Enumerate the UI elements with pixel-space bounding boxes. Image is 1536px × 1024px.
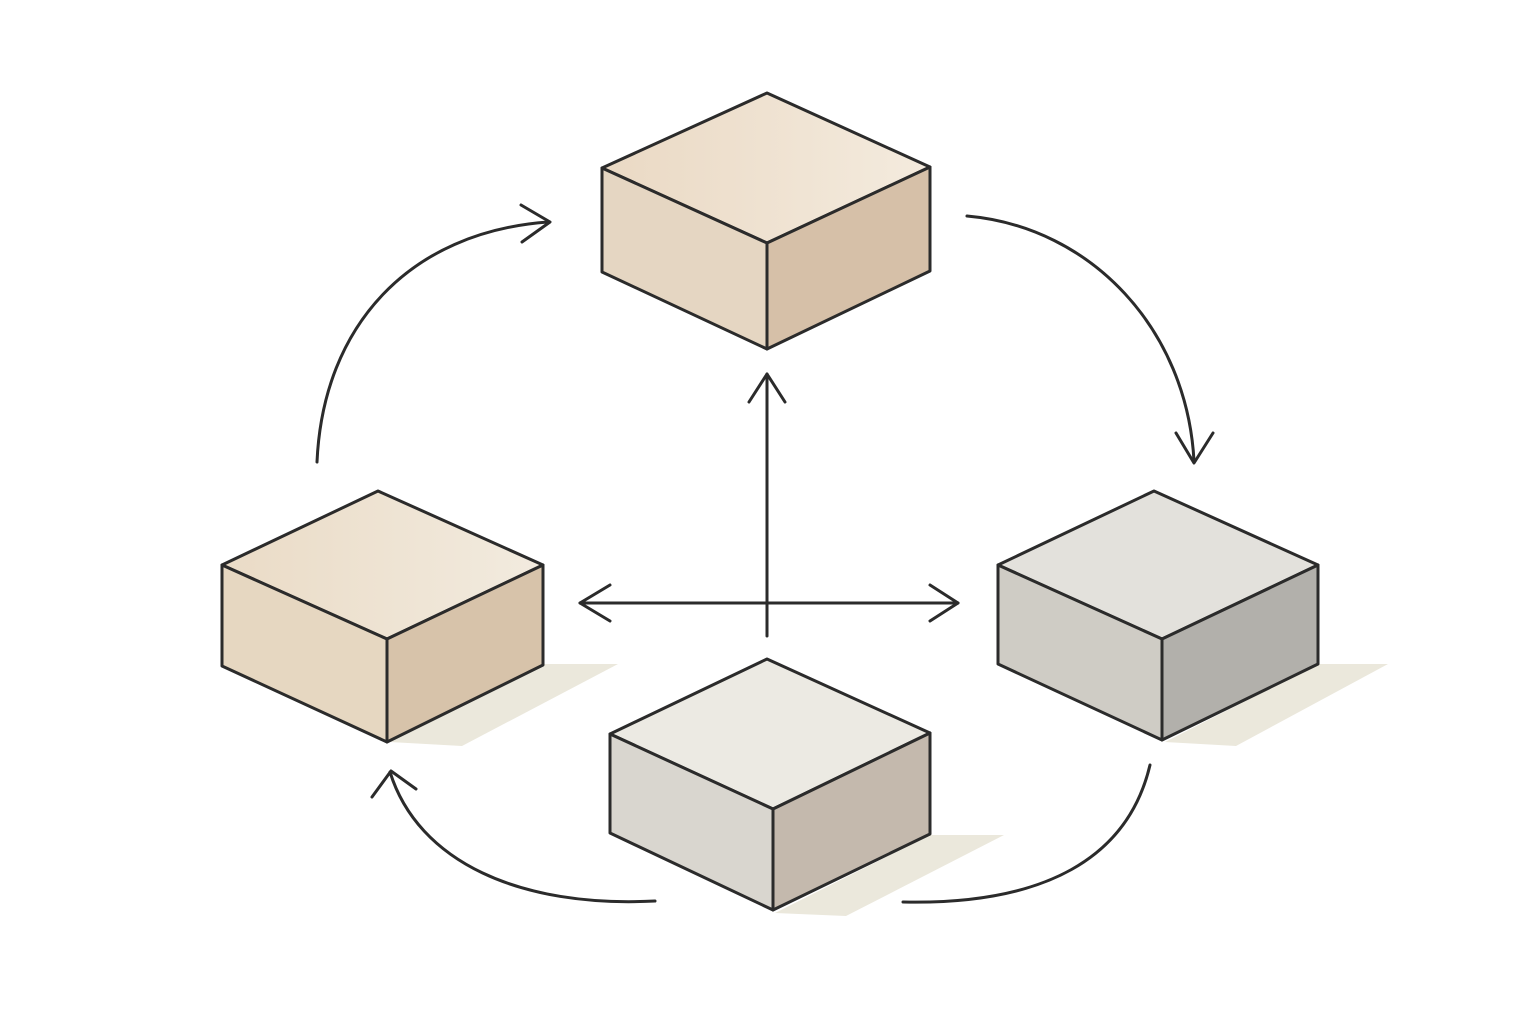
box-shadows xyxy=(390,664,1388,916)
cycle-arrow-right-to-bottom xyxy=(901,763,1152,904)
box-bottom-right-face xyxy=(771,731,932,912)
cycle-arrow-bottom-to-left xyxy=(388,770,657,904)
cycle-arrow-top-to-right-head xyxy=(1174,431,1215,465)
center-arrow-up-head xyxy=(747,372,787,404)
box-shadow-left xyxy=(390,664,618,746)
box-top-right-face xyxy=(765,165,932,351)
cycle-arrow-left-to-top xyxy=(315,220,550,464)
cycle-arrows xyxy=(315,203,1215,904)
cycle-arrow-bottom-to-left-head xyxy=(370,769,418,799)
center-arrow-left-head xyxy=(578,583,612,623)
box-bottom xyxy=(608,657,932,912)
box-left-right-face xyxy=(385,563,545,744)
box-right xyxy=(996,489,1320,742)
cycle-arrow-top-to-right xyxy=(965,214,1196,463)
box-right-right-face xyxy=(1160,563,1320,742)
box-top xyxy=(600,91,932,351)
center-arrows xyxy=(578,372,960,638)
box-left xyxy=(220,489,545,744)
box-shadow-bottom xyxy=(775,835,1004,916)
cycle-arrow-left-to-top-head xyxy=(519,203,552,244)
center-arrow-right-head xyxy=(928,583,960,623)
box-shadow-right xyxy=(1165,664,1388,746)
